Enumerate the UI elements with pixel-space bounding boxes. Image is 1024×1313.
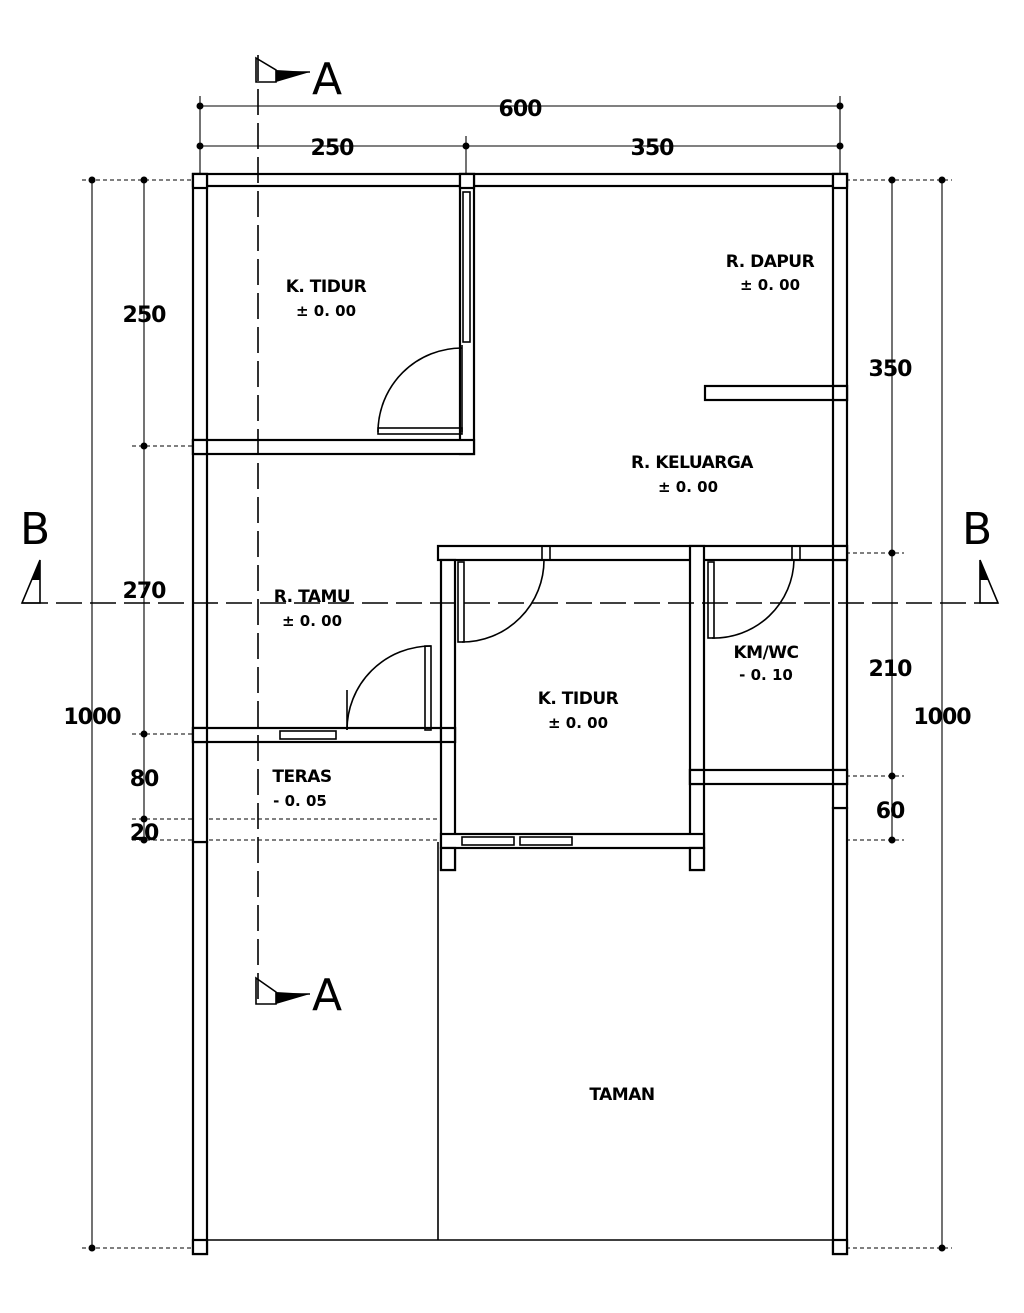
room-name-kitchen: R. DAPUR [726,252,815,272]
section-label-a-bottom: A [312,970,342,1021]
section-lines [22,55,998,1005]
room-name-family: R. KELUARGA [631,453,754,473]
lot-outline [191,806,849,1256]
room-labels: K. TIDUR ± 0. 00 R. DAPUR ± 0. 00 R. KEL… [272,252,815,1105]
section-a-bottom: A [255,970,342,1021]
dim-right-3: 60 [876,799,905,824]
dim-top-right: 350 [631,136,675,161]
dim-left-total: 1000 [63,705,121,730]
dim-top-left: 250 [311,136,355,161]
room-name-bathroom: KM/WC [733,643,798,663]
room-level-kitchen: ± 0. 00 [740,276,800,294]
dim-right-2: 210 [869,657,913,682]
section-label-a-top: A [312,54,342,105]
room-level-bathroom: - 0. 10 [739,666,793,684]
room-level-family: ± 0. 00 [658,478,718,496]
room-name-living: R. TAMU [274,587,350,607]
room-level-terrace: - 0. 05 [273,792,327,810]
section-label-b-left: B [20,504,50,555]
dim-right-total: 1000 [913,705,971,730]
doors [346,345,801,731]
dim-top-total: 600 [499,97,543,122]
room-level-bedroom-2: ± 0. 00 [548,714,608,732]
section-label-b-right: B [962,504,992,555]
dimension-labels: 600 250 350 250 270 80 20 1000 350 210 6… [63,97,972,846]
room-level-bedroom-1: ± 0. 00 [296,302,356,320]
dim-left-3: 80 [130,767,159,792]
room-name-terrace: TERAS [272,767,331,787]
dim-left-2: 270 [123,579,167,604]
room-level-living: ± 0. 00 [282,612,342,630]
section-b-left: B [20,504,50,604]
dimension-lines [82,96,952,1252]
walls [191,172,849,1256]
room-name-bedroom-1: K. TIDUR [286,277,367,297]
room-name-garden: TAMAN [589,1085,654,1105]
section-b-right: B [962,504,1000,604]
room-name-bedroom-2: K. TIDUR [538,689,619,709]
dim-left-4: 20 [130,821,159,846]
section-a-top: A [255,54,342,105]
dim-left-1: 250 [123,303,167,328]
dim-right-1: 350 [869,357,913,382]
